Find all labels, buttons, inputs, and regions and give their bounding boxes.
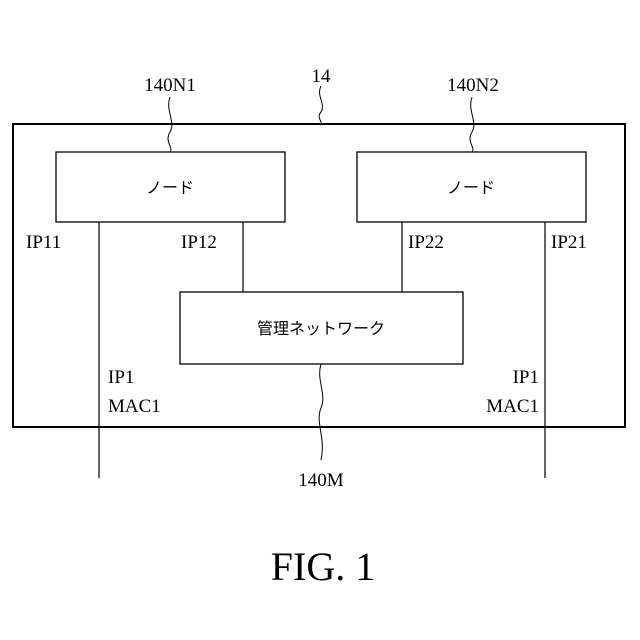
external-left-mac: MAC1 — [108, 396, 161, 417]
ip-label-ip21: IP21 — [551, 232, 587, 253]
leader-line-outer — [319, 86, 322, 124]
external-left-ip: IP1 — [108, 367, 134, 388]
ip-label-ip11: IP11 — [26, 232, 61, 253]
node-2-label: ノード — [447, 178, 495, 197]
management-network-label: 管理ネットワーク — [257, 319, 385, 338]
leader-line-management — [319, 364, 323, 460]
external-right-mac: MAC1 — [486, 396, 539, 417]
ip-label-ip12: IP12 — [181, 232, 217, 253]
external-right-ip: IP1 — [513, 367, 539, 388]
figure-caption: FIG. 1 — [271, 544, 375, 589]
node-1-label: ノード — [146, 178, 194, 197]
ref-node-1: 140N1 — [144, 75, 196, 96]
ref-outer: 14 — [312, 66, 332, 87]
ref-management: 140M — [298, 470, 344, 491]
ip-label-ip22: IP22 — [408, 232, 444, 253]
ref-node-2: 140N2 — [447, 75, 499, 96]
